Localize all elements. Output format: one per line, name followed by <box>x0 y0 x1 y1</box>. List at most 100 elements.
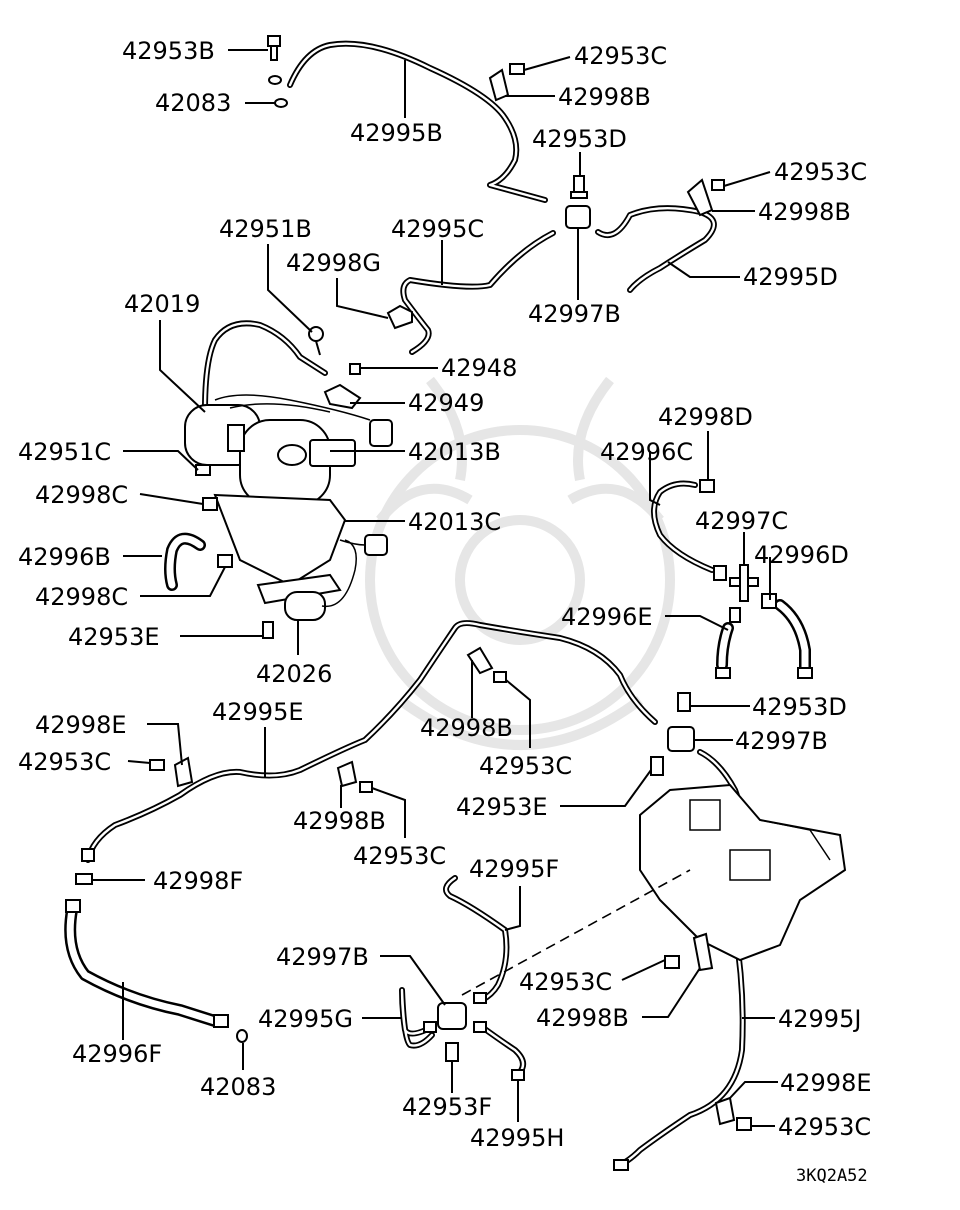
label-42949: 42949 <box>408 389 484 417</box>
label-42998D: 42998D <box>658 403 753 431</box>
washer-42083-top <box>274 98 288 108</box>
label-42996C: 42996C <box>600 438 693 466</box>
label-42997B-mid: 42997B <box>735 727 828 755</box>
label-42951C: 42951C <box>18 438 111 466</box>
label-42953C-mid: 42953C <box>479 752 572 780</box>
label-42996B: 42996B <box>18 543 111 571</box>
leader-lines <box>92 49 778 1127</box>
bracket-42949 <box>323 383 362 410</box>
hoses <box>64 532 811 1028</box>
fitting-42995J-end <box>613 1159 629 1171</box>
clip-42998D <box>699 479 715 493</box>
fitting-42995E-end <box>81 848 95 862</box>
label-42953D-mid: 42953D <box>752 693 847 721</box>
bracket-42998B-mid <box>466 646 494 675</box>
label-42998B-mid: 42998B <box>420 714 513 742</box>
bolt-42953E-mid <box>650 756 664 776</box>
washer-top <box>268 75 282 85</box>
label-42953C-lowright: 42953C <box>519 968 612 996</box>
label-42953C-top: 42953C <box>574 42 667 70</box>
bracket-42998B-low <box>336 760 358 788</box>
bolt-42953C-lowright <box>664 955 680 969</box>
label-42995J: 42995J <box>778 1005 861 1033</box>
bracket-42013C <box>213 493 388 587</box>
bolt-42948 <box>349 363 361 375</box>
label-42953C-right: 42953C <box>774 158 867 186</box>
label-42998C-a: 42998C <box>35 481 128 509</box>
label-42995H: 42995H <box>470 1124 564 1152</box>
label-42998B-low: 42998B <box>293 807 386 835</box>
bolt-42953B <box>267 35 281 61</box>
label-42019: 42019 <box>124 290 200 318</box>
bolt-42953F <box>445 1042 459 1062</box>
label-42996F: 42996F <box>72 1040 162 1068</box>
label-42998C-b: 42998C <box>35 583 128 611</box>
bolt-42953D-mid <box>677 692 691 712</box>
label-42951B: 42951B <box>219 215 312 243</box>
watermark-emblem <box>365 376 675 750</box>
tee-42997C <box>713 564 813 679</box>
bolt-42953C-top <box>509 63 525 75</box>
clamp-42951C <box>195 464 211 476</box>
callout-labels: 42953B 42083 42995B 42953C 42998B 42953D… <box>18 37 872 1186</box>
bolt-42953C-left <box>149 759 165 771</box>
pump-assembly-42019 <box>184 394 393 506</box>
bolt-42953C-mid <box>493 671 507 683</box>
bracket-42998B-lowright <box>692 932 714 972</box>
label-42026: 42026 <box>256 660 332 688</box>
label-42998B-right: 42998B <box>758 198 851 226</box>
label-42953C-low: 42953C <box>353 842 446 870</box>
bolt-42953C-low <box>359 781 373 793</box>
bolt-42953C-bottom <box>736 1117 752 1131</box>
alignment-dashed-line <box>461 869 691 996</box>
label-42948: 42948 <box>441 354 517 382</box>
label-42013B: 42013B <box>408 438 501 466</box>
label-42998B-lowright: 42998B <box>536 1004 629 1032</box>
transmission-case <box>639 783 847 962</box>
label-42998E-right: 42998E <box>780 1069 872 1097</box>
bolt-42953C-right <box>711 179 725 191</box>
label-42995F: 42995F <box>469 855 559 883</box>
label-42083-top: 42083 <box>155 89 231 117</box>
junction-42997B-mid <box>667 726 695 752</box>
components <box>65 35 847 1171</box>
junction-42997B-low <box>423 992 525 1081</box>
label-42995D: 42995D <box>743 263 838 291</box>
label-42997B-top: 42997B <box>528 300 621 328</box>
label-42013C: 42013C <box>408 508 501 536</box>
clamp-42998C-a <box>202 497 218 511</box>
accumulator-42026 <box>256 539 357 621</box>
diagram-code: 3KQ2A52 <box>796 1166 868 1186</box>
sensor-42951B <box>308 326 324 356</box>
label-42953B: 42953B <box>122 37 215 65</box>
label-42953E-mid: 42953E <box>456 793 548 821</box>
label-42953C-left: 42953C <box>18 748 111 776</box>
label-42995E: 42995E <box>212 698 304 726</box>
bracket-42998E-right <box>714 1096 736 1126</box>
label-42996D: 42996D <box>754 541 849 569</box>
fitting-42996F-bottom <box>213 1014 229 1028</box>
clamp-42998C-b <box>217 554 233 568</box>
label-42953F: 42953F <box>402 1093 492 1121</box>
junction-42997B-top <box>565 175 591 229</box>
clip-42998G <box>386 304 413 330</box>
label-42995C: 42995C <box>391 215 484 243</box>
fitting-42996F-top <box>65 899 81 913</box>
label-42997B-low: 42997B <box>276 943 369 971</box>
label-42998E-left: 42998E <box>35 711 127 739</box>
label-42953C-bottom: 42953C <box>778 1113 871 1141</box>
bracket-42998E-left <box>173 756 194 788</box>
label-42998F: 42998F <box>153 867 243 895</box>
label-42995G: 42995G <box>258 1005 353 1033</box>
label-42998B-top: 42998B <box>558 83 651 111</box>
washer-42083-low <box>236 1029 248 1043</box>
label-42998G: 42998G <box>286 249 381 277</box>
label-42953D-top: 42953D <box>532 125 627 153</box>
bolt-42953E-left <box>262 621 274 639</box>
label-42083-low: 42083 <box>200 1073 276 1101</box>
label-42953E-left: 42953E <box>68 623 160 651</box>
label-42997C: 42997C <box>695 507 788 535</box>
tube-lines <box>85 40 746 1168</box>
label-42995B: 42995B <box>350 119 443 147</box>
